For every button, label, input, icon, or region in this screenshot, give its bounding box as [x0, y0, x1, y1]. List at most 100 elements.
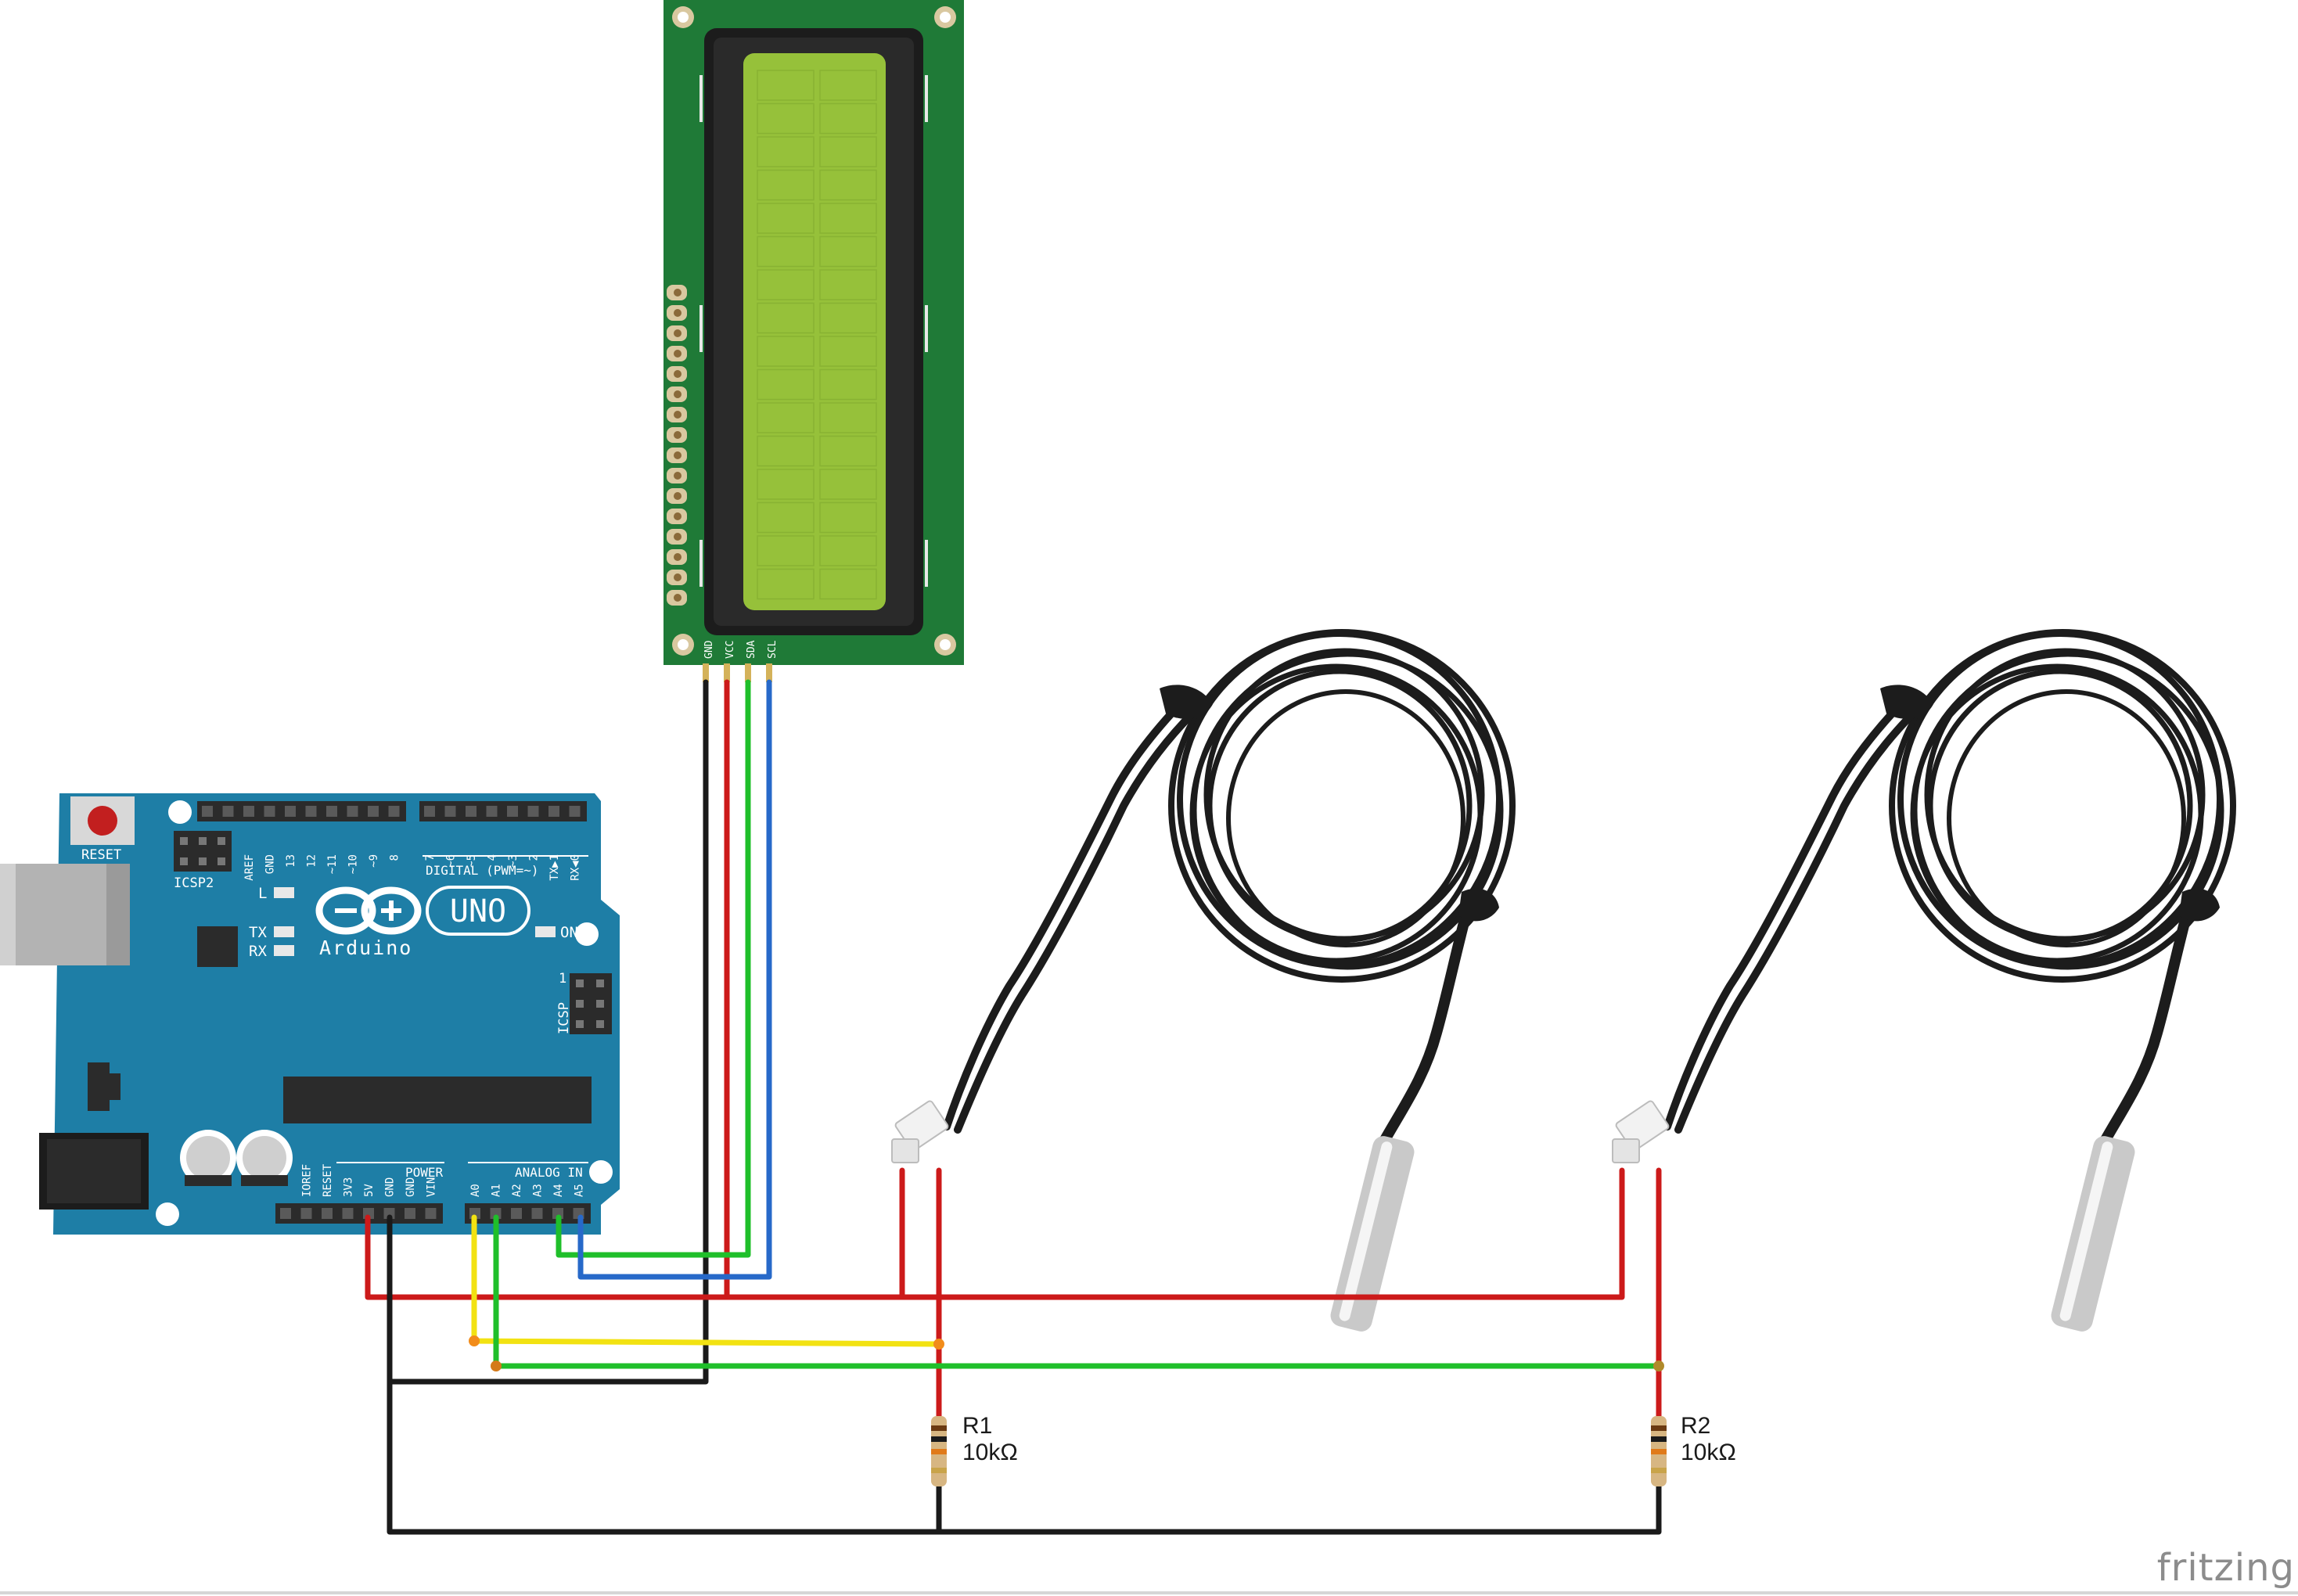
- lcd-char-cell: [819, 102, 877, 135]
- header-pin-label: A2: [511, 1184, 523, 1197]
- header-body: [275, 1203, 443, 1224]
- temperature-probe-2: [1612, 629, 2236, 1332]
- wire-5v-bus[interactable]: [365, 1167, 1625, 1300]
- header-socket[interactable]: [444, 806, 456, 817]
- header-socket[interactable]: [305, 806, 317, 817]
- header-pin-label: 8: [389, 854, 401, 861]
- header-socket[interactable]: [388, 806, 400, 817]
- header-pin-label: 2: [528, 854, 541, 861]
- wires: [365, 679, 1662, 1535]
- led-l: [274, 887, 294, 898]
- lcd-char-cell: [819, 302, 877, 334]
- header-socket[interactable]: [264, 806, 275, 817]
- lcd-pad-hole: [674, 472, 681, 480]
- lcd-char-cell: [757, 535, 815, 566]
- arduino-brand-label: Arduino: [319, 936, 412, 959]
- header-pin-label: 4: [487, 854, 499, 861]
- header-socket[interactable]: [243, 806, 254, 817]
- resistor-r1[interactable]: [931, 1416, 947, 1486]
- resistor-r2[interactable]: [1651, 1416, 1667, 1486]
- header-pin-label: ~6: [445, 854, 458, 868]
- header-pin-label: GND: [405, 1177, 417, 1197]
- arduino-pcb: [53, 793, 620, 1235]
- wire-lcd-sda[interactable]: [556, 679, 751, 1258]
- header-socket[interactable]: [342, 1208, 354, 1219]
- lcd-pad-hole: [674, 492, 681, 500]
- lcd-char-cell: [757, 235, 815, 268]
- header-socket[interactable]: [486, 806, 498, 817]
- lcd-pad-hole: [674, 350, 681, 358]
- digital-header-title: DIGITAL (PWM=~): [426, 863, 539, 878]
- header-socket[interactable]: [300, 1208, 312, 1219]
- header-socket[interactable]: [548, 806, 559, 817]
- capacitor-2: [236, 1130, 293, 1186]
- lcd-char-cell: [819, 136, 877, 167]
- header-socket[interactable]: [322, 1208, 333, 1219]
- wire-joints: [469, 1335, 1664, 1371]
- lcd-pad-hole: [674, 309, 681, 317]
- uno-badge: [426, 886, 530, 936]
- lcd-pad-hole: [674, 329, 681, 337]
- lcd-char-cell: [757, 501, 815, 534]
- led-l-label: L: [258, 885, 267, 902]
- lcd-character-grid: [757, 70, 877, 600]
- reset-button[interactable]: [70, 796, 135, 845]
- voltage-regulator: [88, 1062, 110, 1111]
- header-pin-label: ~9: [368, 854, 380, 868]
- header-socket[interactable]: [569, 806, 581, 817]
- wire-lcd-scl[interactable]: [577, 679, 772, 1280]
- header-pin-label: 3V3: [343, 1177, 355, 1197]
- wire-lcd-gnd[interactable]: [387, 679, 709, 1385]
- header-socket[interactable]: [425, 1208, 437, 1219]
- lcd-char-cell: [819, 368, 877, 401]
- led-rx-label: RX: [249, 943, 267, 960]
- header-pin-label: 13: [285, 854, 297, 868]
- icsp2-label: ICSP2: [174, 875, 214, 891]
- header-socket[interactable]: [347, 806, 358, 817]
- lcd-char-cell: [757, 368, 815, 401]
- r2-ref-label: R2: [1681, 1413, 1710, 1439]
- header-socket[interactable]: [285, 806, 296, 817]
- header-pin-label: IOREF: [301, 1164, 314, 1197]
- analog-header-title: ANALOG IN: [515, 1165, 583, 1180]
- lcd-pad-hole: [674, 411, 681, 419]
- icsp-label: ICSP: [556, 1002, 572, 1034]
- header-socket[interactable]: [511, 1208, 522, 1219]
- lcd-pin-scl: SCL: [767, 640, 779, 659]
- wire-gnd-bus[interactable]: [387, 1214, 1662, 1535]
- header-socket[interactable]: [222, 806, 234, 817]
- power-header-title: POWER: [405, 1165, 444, 1180]
- header-socket[interactable]: [368, 806, 379, 817]
- header-socket[interactable]: [466, 806, 477, 817]
- lcd-pad-hole: [674, 553, 681, 561]
- header-socket[interactable]: [280, 1208, 291, 1219]
- lcd-pin-sda: SDA: [746, 640, 757, 659]
- header-socket[interactable]: [326, 806, 337, 817]
- header-socket[interactable]: [424, 806, 435, 817]
- header-socket[interactable]: [202, 806, 213, 817]
- lcd-char-cell: [757, 435, 815, 467]
- lcd-char-cell: [757, 136, 815, 167]
- header-pin-label: 12: [306, 854, 318, 868]
- header-pin-label: ~10: [347, 854, 360, 874]
- header-pin-label: RESET: [322, 1163, 334, 1197]
- lcd-pad-hole: [674, 594, 681, 602]
- led-tx-label: TX: [249, 924, 267, 941]
- header-socket[interactable]: [531, 1208, 543, 1219]
- header-socket[interactable]: [507, 806, 518, 817]
- r1-ref-label: R1: [962, 1413, 992, 1439]
- header-socket[interactable]: [405, 1208, 415, 1219]
- lcd-pad-hole: [674, 370, 681, 378]
- lcd-char-cell: [819, 501, 877, 534]
- led-rx: [274, 945, 294, 956]
- header-body: [419, 801, 587, 821]
- lcd-char-cell: [757, 469, 815, 500]
- led-on-label: ON: [560, 924, 578, 941]
- lcd-char-cell: [757, 302, 815, 334]
- header-body: [465, 1203, 591, 1224]
- header-pin-label: RX◀0: [570, 854, 582, 881]
- header-socket[interactable]: [527, 806, 539, 817]
- lcd-char-cell: [757, 169, 815, 201]
- header-pin-label: 5V: [363, 1184, 376, 1197]
